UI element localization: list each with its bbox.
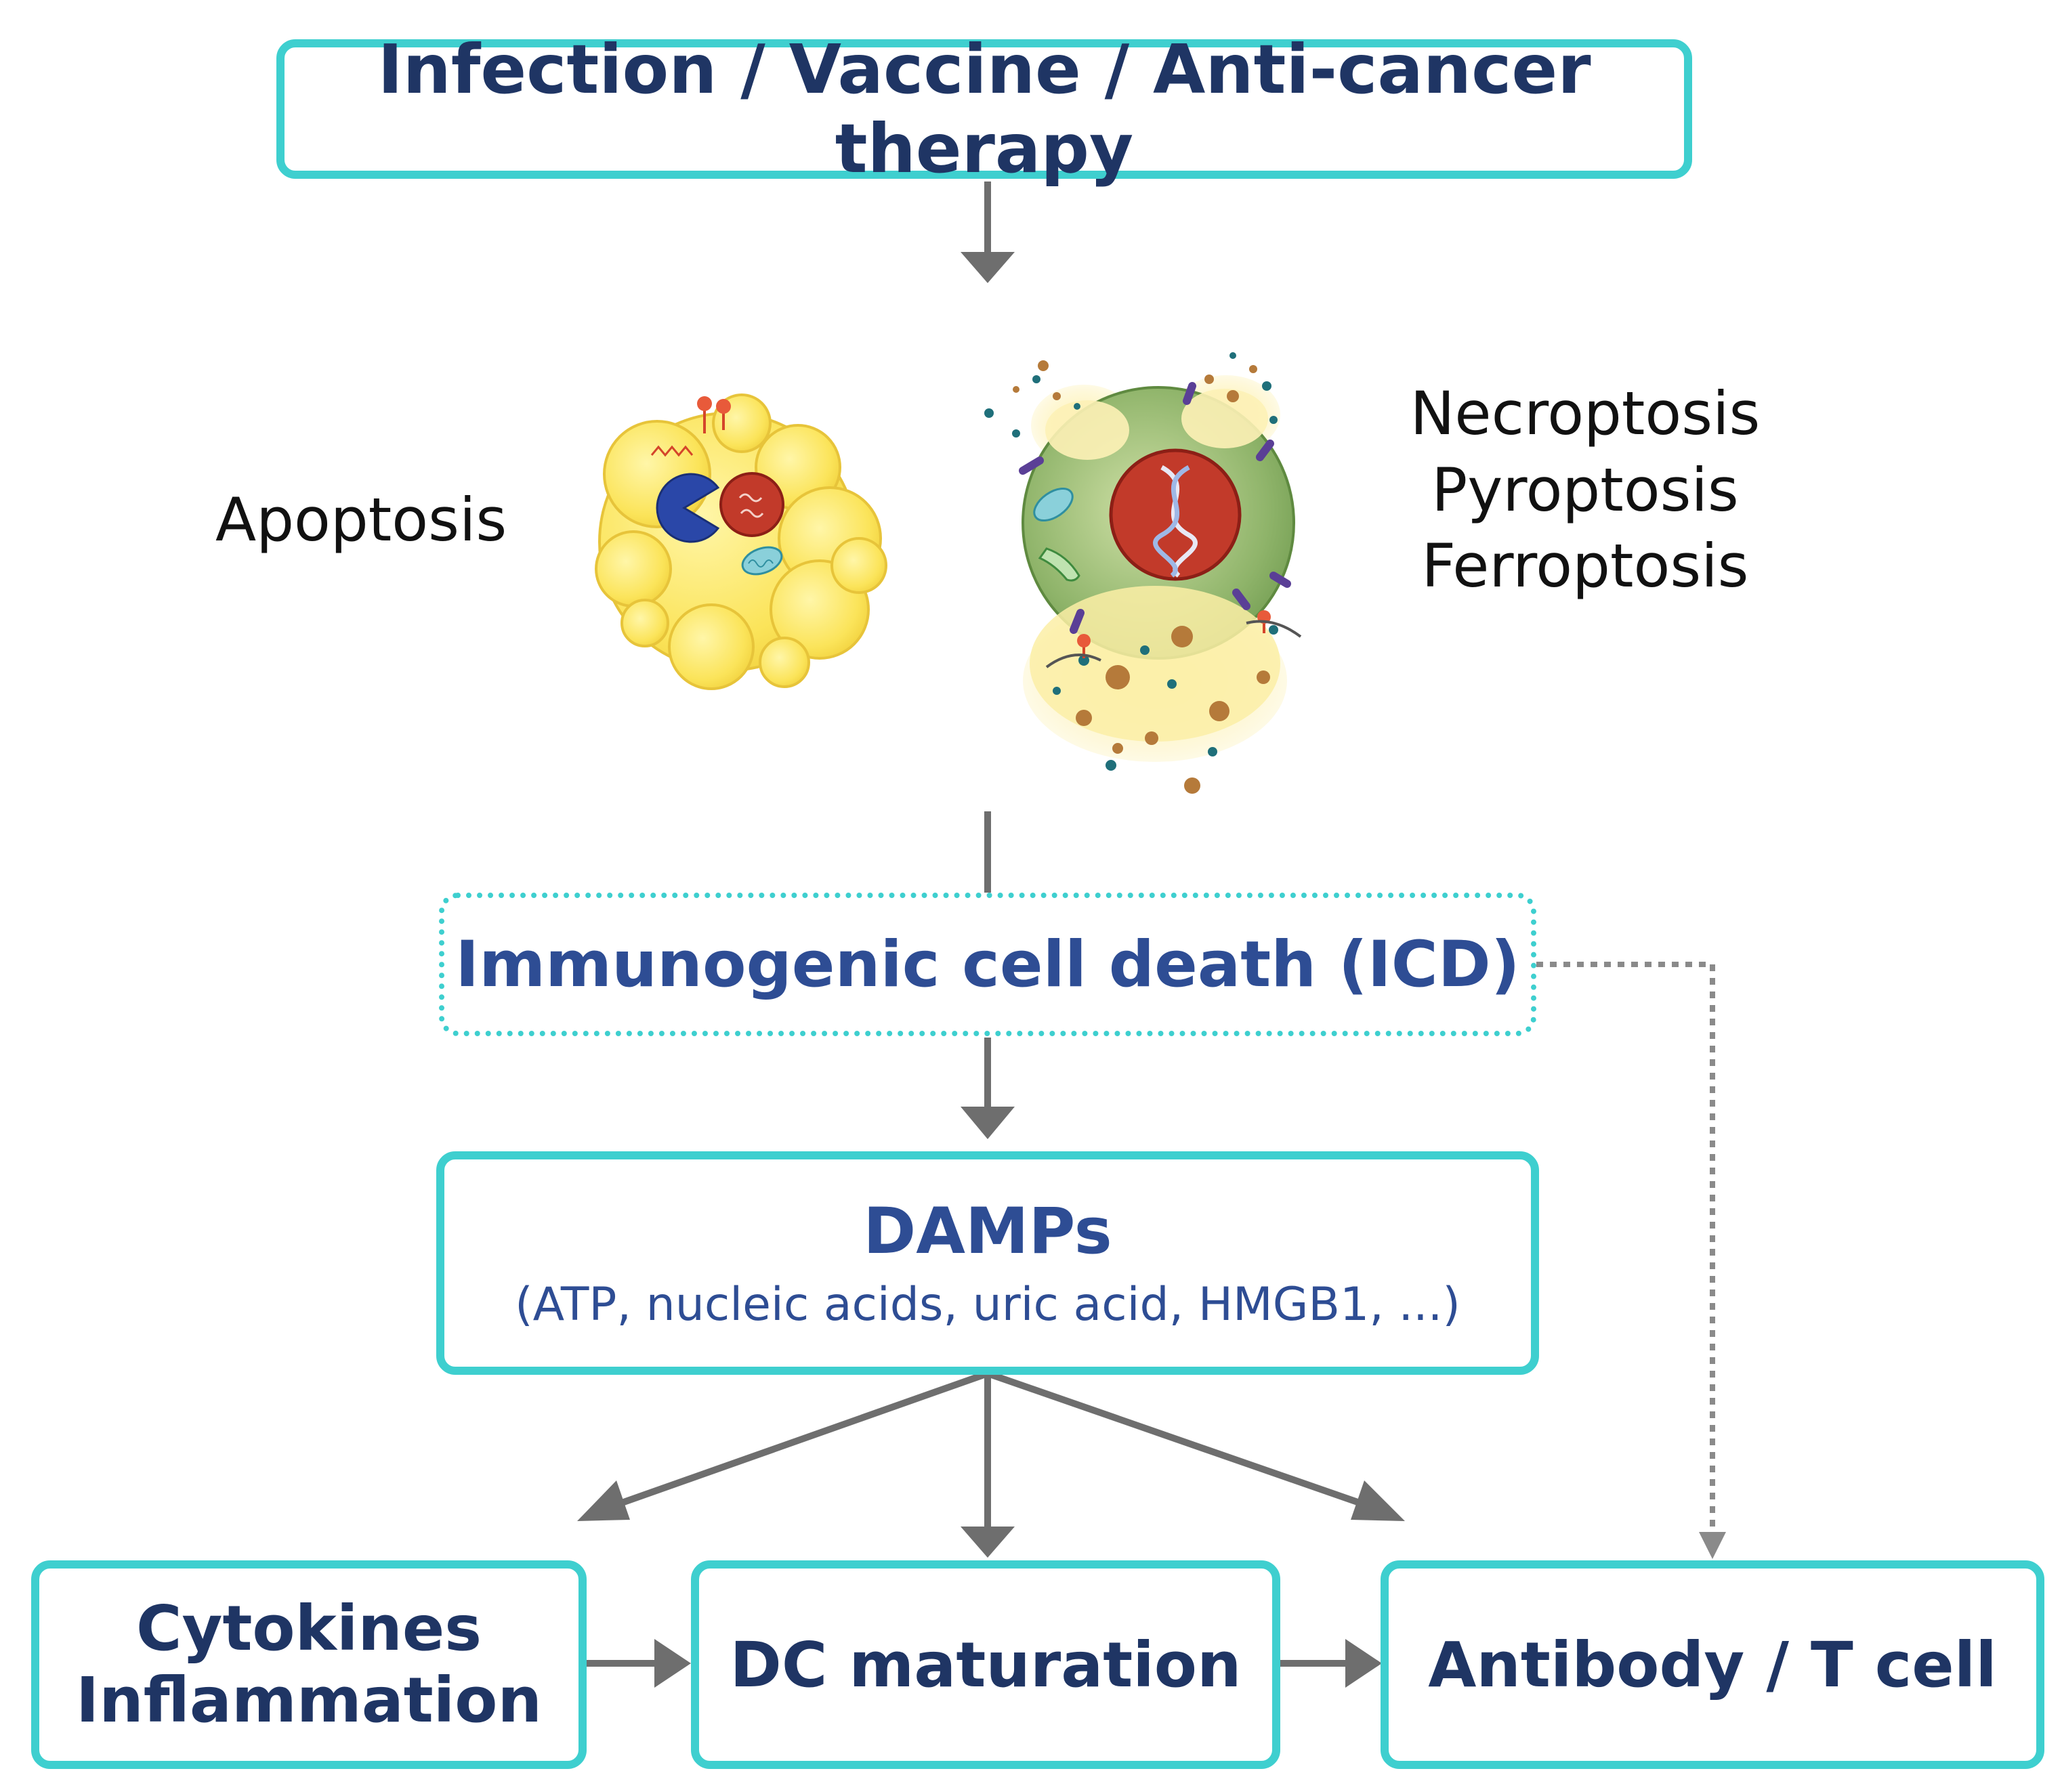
trigger-text: Infection / Vaccine / Anti-cancer therap… xyxy=(377,30,1591,188)
arrow-dc-to-antibody xyxy=(1275,1639,1382,1688)
antibody-tcell-box: Antibody / T cell xyxy=(1381,1560,2044,1769)
arrow-icd-to-damps xyxy=(961,1038,1015,1139)
damps-subtitle: (ATP, nucleic acids, uric acid, HMGB1, .… xyxy=(515,1278,1460,1331)
trigger-box: Infection / Vaccine / Anti-cancer therap… xyxy=(276,30,1692,188)
arrow-damps-to-cytokines xyxy=(577,1370,989,1521)
pyroptosis-label: Pyroptosis xyxy=(1431,454,1739,525)
damps-box: DAMPs (ATP, nucleic acids, uric acid, HM… xyxy=(436,1151,1539,1375)
dc-maturation-text: DC maturation xyxy=(730,1628,1242,1701)
apoptosis-label: Apoptosis xyxy=(215,485,507,555)
damps-title: DAMPs xyxy=(863,1195,1112,1268)
arrow-top-to-cells xyxy=(961,182,1015,283)
icd-text: Immunogenic cell death (ICD) xyxy=(455,927,1520,1002)
lytic-death-labels: Necroptosis Pyroptosis Ferroptosis xyxy=(1382,376,1788,605)
arrow-damps-to-dc xyxy=(961,1373,1015,1558)
cytokines-text: Cytokines xyxy=(135,1592,482,1665)
icd-box: Immunogenic cell death (ICD) xyxy=(439,893,1536,1036)
lytic-cell-illustration xyxy=(984,352,1302,794)
antibody-tcell-text: Antibody / T cell xyxy=(1428,1628,1997,1701)
ferroptosis-label: Ferroptosis xyxy=(1421,531,1749,601)
dc-maturation-box: DC maturation xyxy=(691,1560,1280,1769)
inflammation-text: Inflammation xyxy=(75,1664,543,1736)
arrow-damps-to-antibody xyxy=(986,1370,1405,1521)
arrow-cytokines-to-dc xyxy=(585,1639,691,1688)
cytokines-box: Cytokines Inflammation xyxy=(31,1560,587,1769)
dotted-arrow-icd-to-antibody xyxy=(1536,962,1726,1559)
necroptosis-label: Necroptosis xyxy=(1410,379,1761,448)
apoptotic-cell-illustration xyxy=(595,393,887,690)
